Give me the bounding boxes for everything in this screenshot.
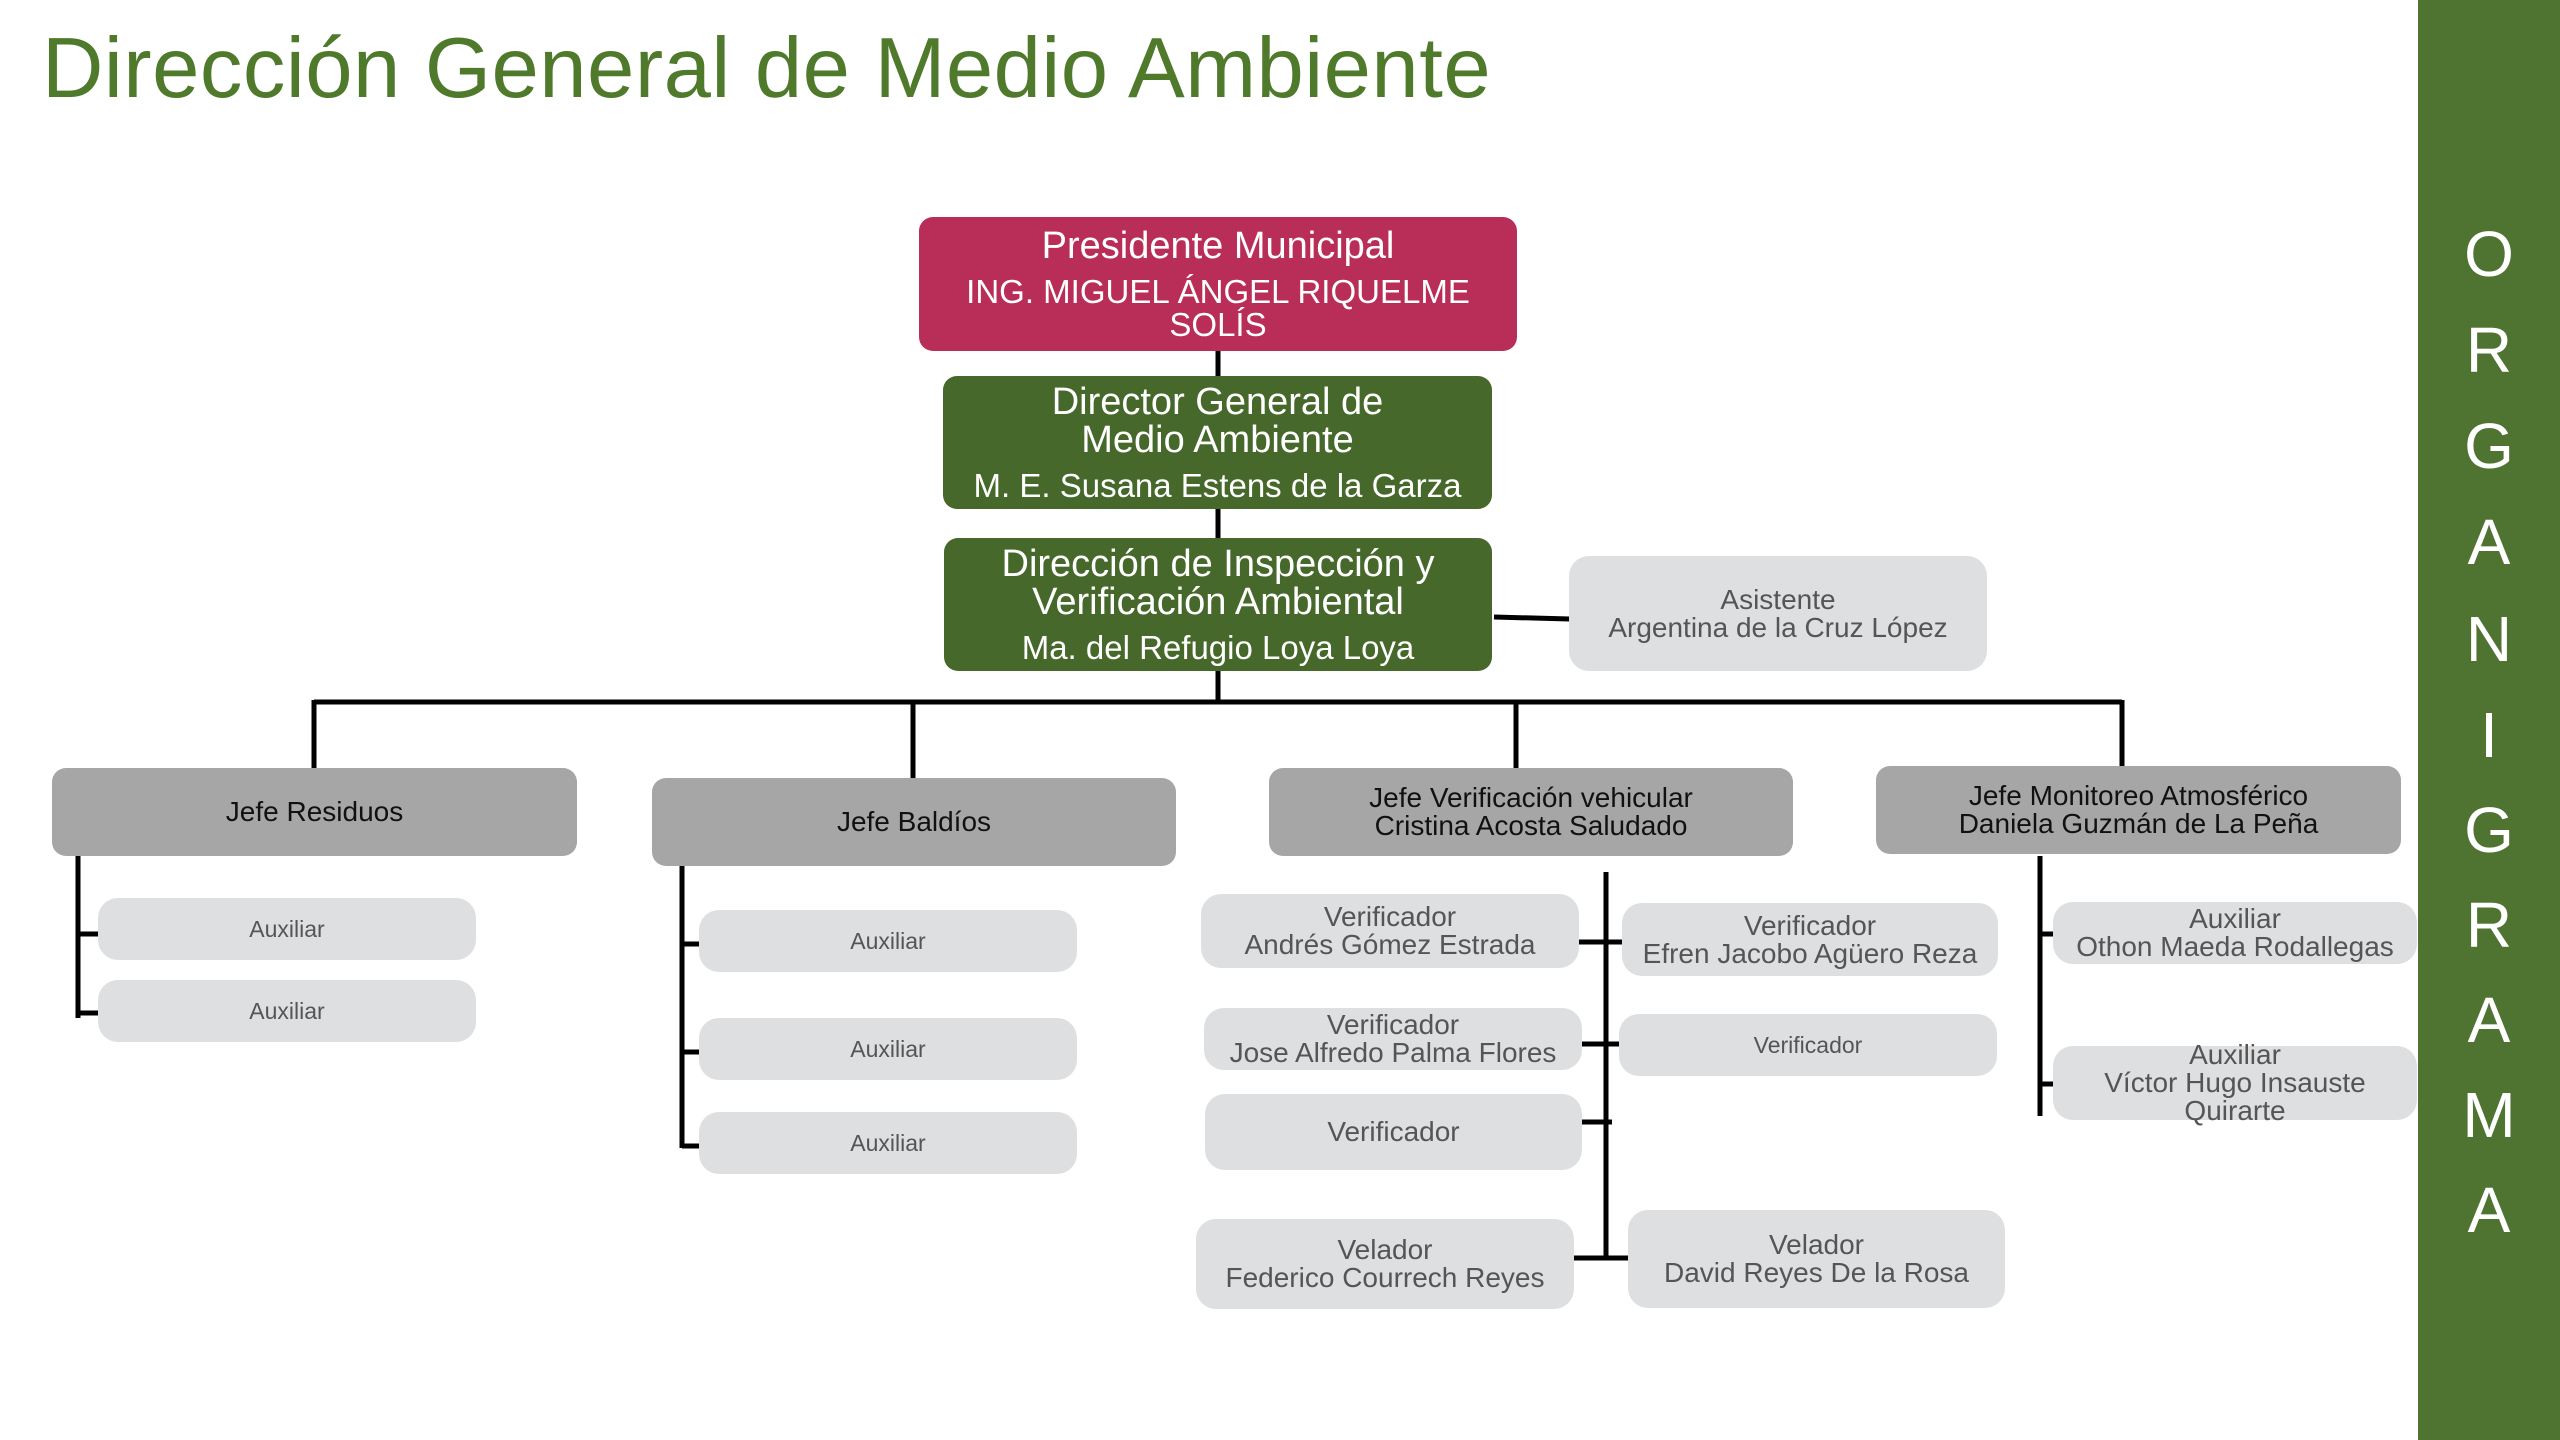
page-title: Dirección General de Medio Ambiente (42, 21, 1492, 116)
direccion-box: Dirección de Inspección y Verificación A… (944, 538, 1492, 671)
verificador-5-box: Verificador (1205, 1094, 1582, 1170)
residuos-auxiliar-1-box: Auxiliar (98, 898, 476, 960)
monitoreo-auxiliar-1-name: Othon Maeda Rodallegas (2076, 931, 2394, 962)
verificador-1-box: Verificador Andrés Gómez Estrada (1201, 894, 1579, 968)
residuos-auxiliar-1-role: Auxiliar (249, 915, 325, 942)
velador-1-box: Velador Federico Courrech Reyes (1196, 1219, 1574, 1309)
baldios-auxiliar-2-role: Auxiliar (850, 1035, 926, 1062)
direccion-role-line2: Verificación Ambiental (1032, 581, 1404, 623)
jefe-monitoreo-name: Daniela Guzmán de La Peña (1958, 808, 2319, 839)
sidebar-letter: A (2467, 1174, 2511, 1246)
asistente-role: Asistente (1720, 583, 1836, 615)
presidente-name-line2: SOLÍS (1169, 306, 1267, 343)
asistente-name: Argentina de la Cruz López (1608, 611, 1948, 643)
jefe-verificacion-name: Cristina Acosta Saludado (1374, 810, 1688, 841)
jefe-baldios-role: Jefe Baldíos (836, 806, 992, 837)
monitoreo-auxiliar-2-box: Auxiliar Víctor Hugo Insauste Quirarte (2053, 1041, 2417, 1125)
baldios-auxiliar-1-box: Auxiliar (699, 910, 1077, 972)
baldios-auxiliar-2-box: Auxiliar (699, 1018, 1077, 1080)
sidebar-letter: G (2464, 410, 2514, 482)
verificador-3-box: Verificador Jose Alfredo Palma Flores (1204, 1008, 1582, 1070)
verificador-2-role: Verificador (1743, 909, 1877, 941)
baldios-auxiliar-3-box: Auxiliar (699, 1112, 1077, 1174)
residuos-auxiliar-2-box: Auxiliar (98, 980, 476, 1042)
verificador-1-role: Verificador (1323, 901, 1457, 932)
monitoreo-auxiliar-2-role: Auxiliar (2189, 1039, 2281, 1070)
verificador-3-name: Jose Alfredo Palma Flores (1229, 1037, 1557, 1068)
sidebar-letter: R (2465, 889, 2513, 961)
jefe-residuos-role: Jefe Residuos (225, 796, 404, 827)
sidebar-letter: A (2467, 984, 2511, 1056)
jefe-verificacion-box: Jefe Verificación vehicular Cristina Aco… (1269, 768, 1793, 856)
organigrama-sidebar: O R G A N I G R A M A (2418, 0, 2560, 1440)
sidebar-letter: R (2465, 314, 2513, 386)
monitoreo-auxiliar-2-name: Víctor Hugo Insauste Quirarte (2104, 1067, 2366, 1126)
direccion-role-line1: Dirección de Inspección y (1001, 543, 1435, 585)
verificador-2-name: Efren Jacobo Agüero Reza (1642, 937, 1978, 969)
jefe-monitoreo-role: Jefe Monitoreo Atmosférico (1968, 780, 2309, 811)
velador-1-name: Federico Courrech Reyes (1225, 1262, 1545, 1293)
verificador-4-role: Verificador (1753, 1031, 1863, 1058)
presidente-name-line1: ING. MIGUEL ÁNGEL RIQUELME (966, 273, 1470, 310)
baldios-auxiliar-1-role: Auxiliar (850, 927, 926, 954)
sidebar-letter: O (2464, 218, 2514, 290)
sidebar-letter: I (2480, 699, 2498, 771)
jefe-verificacion-role: Jefe Verificación vehicular (1369, 782, 1693, 813)
jefe-residuos-box: Jefe Residuos (52, 768, 577, 856)
jefe-monitoreo-box: Jefe Monitoreo Atmosférico Daniela Guzmá… (1876, 766, 2401, 854)
sidebar-letter: G (2464, 794, 2514, 866)
asistente-box: Asistente Argentina de la Cruz López (1569, 556, 1987, 671)
velador-2-name: David Reyes De la Rosa (1663, 1257, 1970, 1288)
verificador-4-box: Verificador (1619, 1014, 1997, 1076)
director-role-line1: Director General de (1051, 381, 1384, 423)
director-name: M. E. Susana Estens de la Garza (973, 467, 1462, 504)
baldios-auxiliar-3-role: Auxiliar (850, 1129, 926, 1156)
direccion-name: Ma. del Refugio Loya Loya (1021, 629, 1415, 666)
velador-2-box: Velador David Reyes De la Rosa (1628, 1210, 2005, 1308)
connector-lines (75, 348, 2125, 1261)
director-role-line2: Medio Ambiente (1081, 419, 1354, 461)
jefe-baldios-box: Jefe Baldíos (652, 778, 1176, 866)
monitoreo-auxiliar-1-role: Auxiliar (2189, 903, 2281, 934)
verificador-2-box: Verificador Efren Jacobo Agüero Reza (1622, 903, 1998, 976)
director-box: Director General de Medio Ambiente M. E.… (943, 376, 1492, 509)
velador-1-role: Velador (1337, 1234, 1433, 1265)
presidente-box: Presidente Municipal ING. MIGUEL ÁNGEL R… (919, 217, 1517, 351)
monitoreo-auxiliar-1-box: Auxiliar Othon Maeda Rodallegas (2053, 902, 2417, 964)
velador-2-role: Velador (1769, 1229, 1864, 1260)
presidente-role: Presidente Municipal (1041, 225, 1395, 267)
verificador-5-role: Verificador (1327, 1116, 1460, 1147)
sidebar-letter: A (2467, 506, 2511, 578)
sidebar-letter: M (2462, 1079, 2516, 1151)
residuos-auxiliar-2-role: Auxiliar (249, 997, 325, 1024)
verificador-1-name: Andrés Gómez Estrada (1244, 929, 1536, 960)
verificador-3-role: Verificador (1326, 1009, 1460, 1040)
sidebar-letter: N (2465, 603, 2513, 675)
